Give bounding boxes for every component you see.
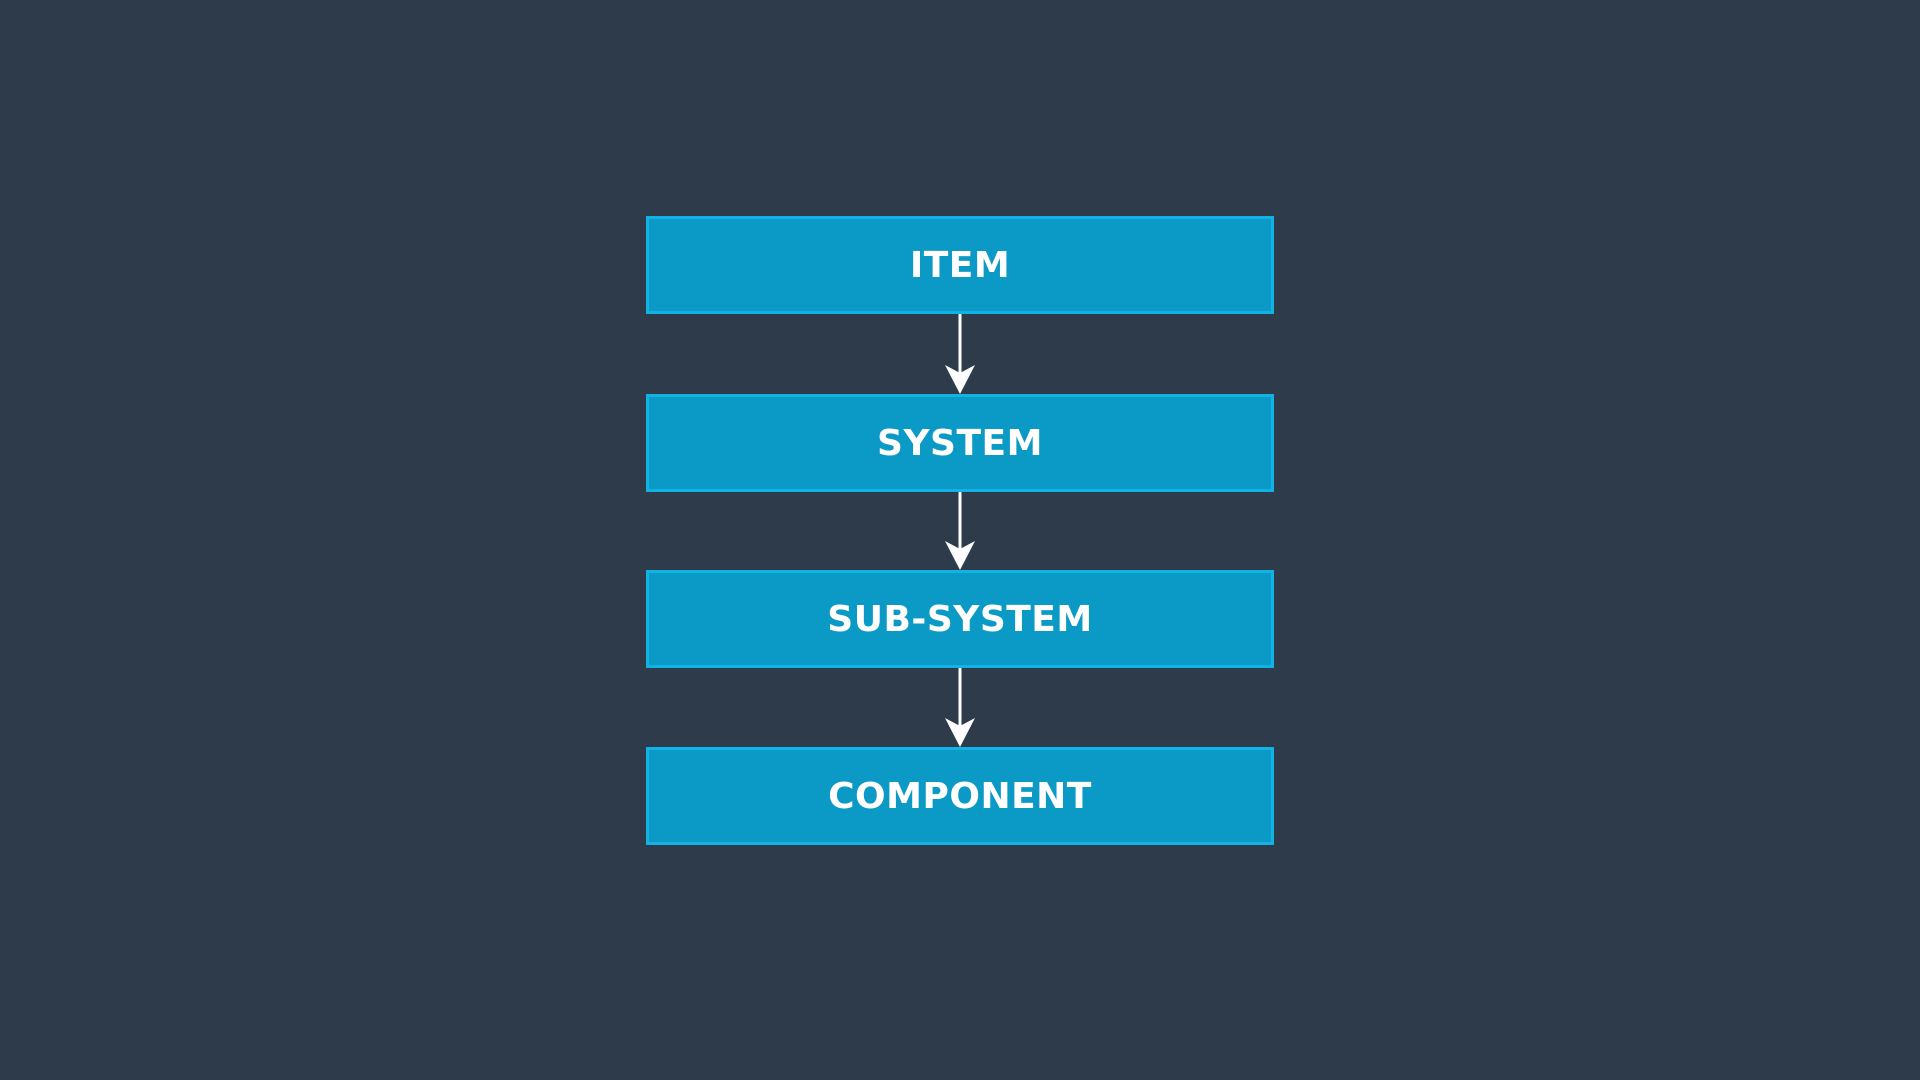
node-item-label: ITEM [909, 244, 1011, 286]
arrow-item-to-system [945, 314, 975, 394]
node-component-label: COMPONENT [828, 775, 1092, 817]
arrow-sub-system-to-component [945, 668, 975, 747]
node-system: SYSTEM [646, 394, 1274, 492]
arrow-system-to-sub-system [945, 492, 975, 570]
node-component: COMPONENT [646, 747, 1274, 845]
node-sub-system: SUB-SYSTEM [646, 570, 1274, 668]
node-system-label: SYSTEM [877, 422, 1043, 464]
node-item: ITEM [646, 216, 1274, 314]
node-sub-system-label: SUB-SYSTEM [827, 598, 1093, 640]
